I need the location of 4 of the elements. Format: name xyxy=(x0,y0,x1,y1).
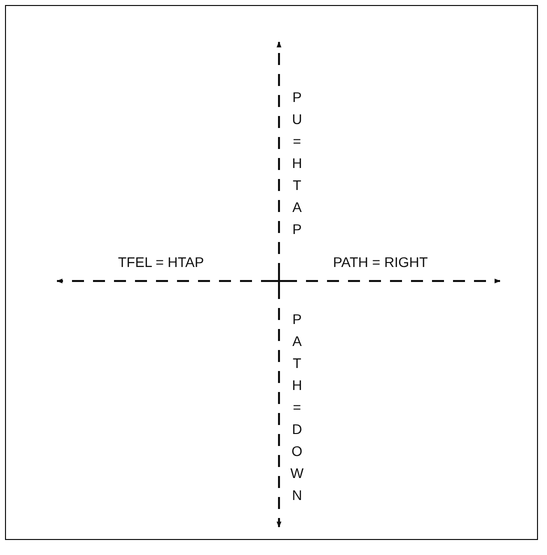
direction-label: PU=HTAP xyxy=(290,88,304,239)
direction-label: PATH = RIGHT xyxy=(333,255,428,269)
direction-label: TFEL = HTAP xyxy=(118,255,204,269)
direction-label: PATH=DOWN xyxy=(290,310,304,505)
